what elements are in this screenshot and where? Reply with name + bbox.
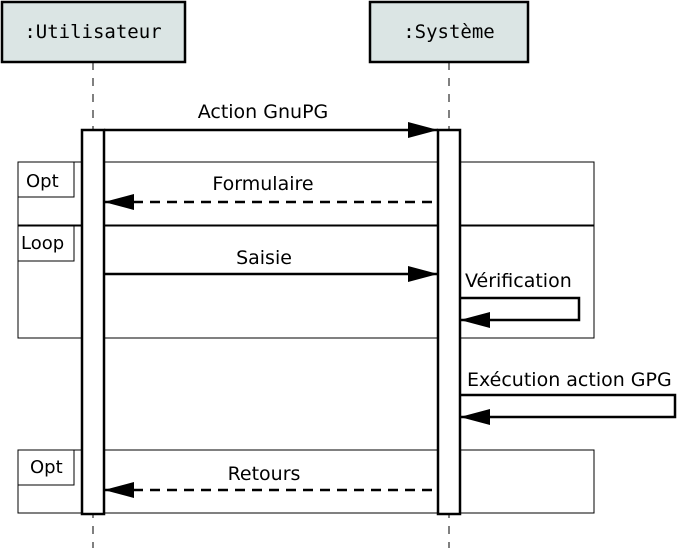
message-formulaire-label: Formulaire — [212, 173, 313, 195]
participant-system-label: :Système — [403, 21, 495, 43]
message-saisie: Saisie — [104, 247, 438, 282]
fragment-loop-label: Loop — [21, 233, 64, 254]
message-saisie-label: Saisie — [236, 247, 292, 269]
message-execution: Exécution action GPG — [460, 369, 677, 425]
activation-system — [436, 128, 462, 516]
message-retours: Retours — [104, 463, 432, 498]
message-formulaire: Formulaire — [104, 173, 432, 210]
message-action-gnupg-label: Action GnuPG — [198, 101, 329, 123]
activation-user — [80, 128, 106, 516]
message-action-gnupg: Action GnuPG — [104, 101, 438, 138]
message-verification: Vérification — [460, 270, 581, 328]
participant-system: :Système — [368, 0, 530, 64]
fragment-opt-1: Opt — [17, 161, 595, 226]
message-execution-label: Exécution action GPG — [467, 369, 672, 391]
fragment-opt-2: Opt — [17, 449, 595, 514]
fragment-opt-1-label: Opt — [26, 171, 59, 192]
participant-user-label: :Utilisateur — [24, 21, 161, 43]
message-verification-label: Vérification — [465, 270, 572, 292]
fragment-opt-2-label: Opt — [30, 457, 63, 478]
participant-user: :Utilisateur — [0, 0, 187, 64]
fragment-loop: Loop — [17, 225, 595, 339]
message-retours-label: Retours — [228, 463, 301, 485]
